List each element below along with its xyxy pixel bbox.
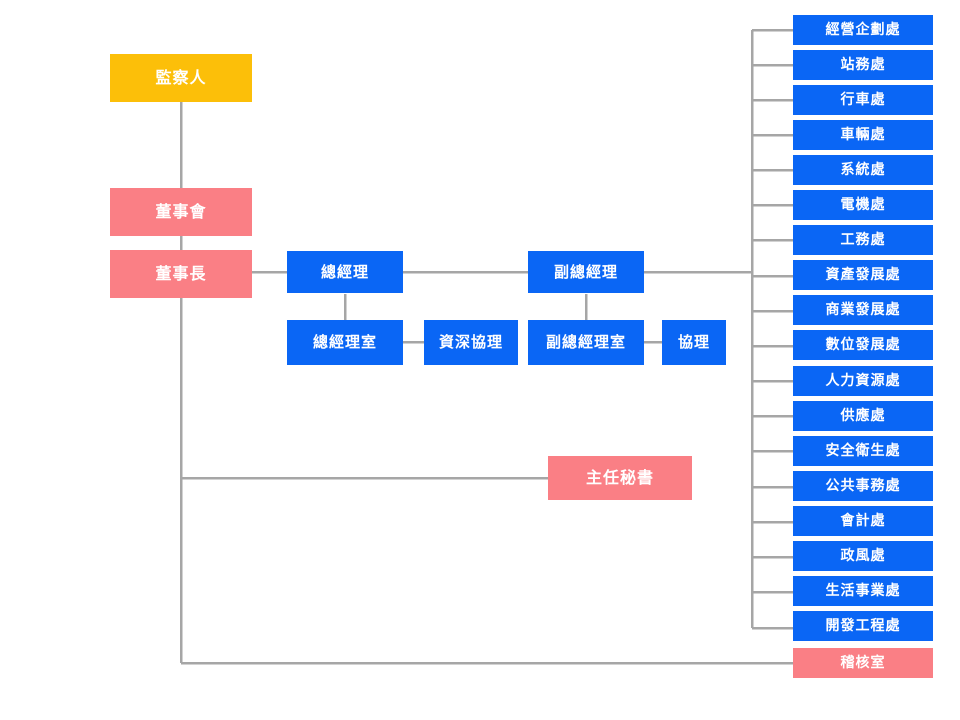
- node-board-of-directors-label: 董事會: [155, 202, 207, 221]
- node-department[interactable]: 行車處: [793, 85, 933, 115]
- node-senior-associate-label: 資深協理: [438, 333, 503, 351]
- node-department[interactable]: 公共事務處: [793, 471, 933, 501]
- node-department-label: 人力資源處: [825, 373, 901, 389]
- node-department-label: 資產發展處: [825, 267, 901, 283]
- node-department-label: 開發工程處: [825, 618, 901, 634]
- node-general-manager-label: 總經理: [320, 262, 369, 281]
- node-department-label: 生活事業處: [825, 583, 901, 599]
- node-department[interactable]: 資產發展處: [793, 260, 933, 290]
- node-department-label: 行車處: [840, 92, 886, 108]
- node-department[interactable]: 系統處: [793, 155, 933, 185]
- node-department[interactable]: 數位發展處: [793, 330, 933, 360]
- node-chief-secretary-label: 主任秘書: [585, 468, 654, 487]
- node-department-label: 公共事務處: [825, 478, 901, 494]
- node-department[interactable]: 商業發展處: [793, 295, 933, 325]
- node-audit-office-label: 稽核室: [840, 655, 886, 671]
- node-deputy-general-manager-office[interactable]: 副總經理室: [528, 320, 644, 365]
- node-department[interactable]: 站務處: [793, 50, 933, 80]
- node-department[interactable]: 供應處: [793, 401, 933, 431]
- node-senior-associate[interactable]: 資深協理: [424, 320, 518, 365]
- node-department-label: 商業發展處: [825, 302, 901, 318]
- node-department[interactable]: 會計處: [793, 506, 933, 536]
- node-general-manager-office[interactable]: 總經理室: [287, 320, 403, 365]
- node-chief-secretary[interactable]: 主任秘書: [548, 456, 692, 500]
- node-department-label: 安全衛生處: [825, 443, 901, 459]
- node-department[interactable]: 電機處: [793, 190, 933, 220]
- node-department[interactable]: 安全衛生處: [793, 436, 933, 466]
- node-department[interactable]: 開發工程處: [793, 611, 933, 641]
- node-department[interactable]: 政風處: [793, 541, 933, 571]
- node-department[interactable]: 經營企劃處: [793, 15, 933, 45]
- node-supervisor-label: 監察人: [155, 68, 207, 87]
- node-supervisor[interactable]: 監察人: [110, 54, 252, 102]
- node-department-label: 車輛處: [840, 127, 886, 143]
- node-department-label: 供應處: [840, 408, 886, 424]
- node-department-label: 經營企劃處: [825, 22, 901, 38]
- node-department-label: 會計處: [840, 513, 886, 529]
- node-general-manager[interactable]: 總經理: [287, 251, 403, 293]
- node-department[interactable]: 工務處: [793, 225, 933, 255]
- node-chairman[interactable]: 董事長: [110, 250, 252, 298]
- node-department-label: 政風處: [840, 548, 886, 564]
- node-board-of-directors[interactable]: 董事會: [110, 188, 252, 236]
- node-general-manager-office-label: 總經理室: [312, 333, 377, 351]
- node-department[interactable]: 車輛處: [793, 120, 933, 150]
- node-deputy-general-manager[interactable]: 副總經理: [528, 251, 644, 293]
- node-department[interactable]: 人力資源處: [793, 366, 933, 396]
- node-associate-label: 協理: [677, 333, 710, 351]
- node-deputy-general-manager-office-label: 副總經理室: [545, 333, 626, 351]
- node-department-label: 電機處: [840, 197, 886, 213]
- node-department-label: 站務處: [840, 57, 886, 73]
- node-associate[interactable]: 協理: [662, 320, 726, 365]
- node-department-label: 數位發展處: [825, 337, 901, 353]
- node-audit-office[interactable]: 稽核室: [793, 648, 933, 678]
- node-chairman-label: 董事長: [155, 264, 207, 283]
- node-department[interactable]: 生活事業處: [793, 576, 933, 606]
- node-department-label: 工務處: [840, 232, 886, 248]
- node-deputy-general-manager-label: 副總經理: [553, 262, 618, 281]
- node-department-label: 系統處: [840, 162, 886, 178]
